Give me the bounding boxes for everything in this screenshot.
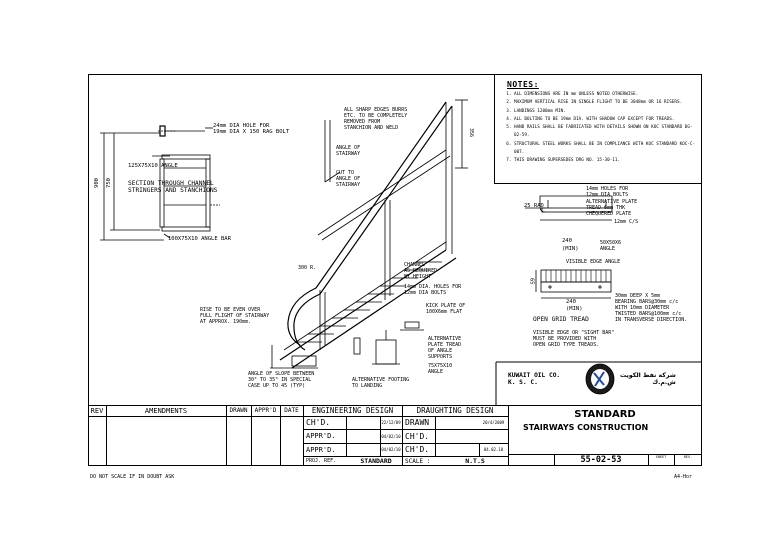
rev-header: REV: [90, 406, 104, 415]
section-title: SECTION THROUGH CHANNEL STRINGERS AND ST…: [128, 180, 218, 195]
approved-date: 04/02/10: [381, 433, 401, 439]
drawing-sheet: [88, 74, 702, 466]
dim-356: 356: [468, 128, 474, 138]
radius-25-label: 25 RAD: [524, 203, 544, 209]
project-ref-value: STANDARD: [360, 457, 392, 465]
min-label-top: (MIN): [562, 246, 579, 252]
draughting-checked-label: CH'D.: [405, 431, 430, 441]
angle-100-label: 100X75X10 ANGLE BAR: [168, 236, 231, 242]
sheet-label: SHEET: [655, 455, 667, 459]
angle-50-label: 50X50X6 ANGLE: [600, 240, 622, 252]
paper-size-label: A4-Hor: [674, 474, 693, 480]
draughting-design-header: DRAUGHTING DESIGN: [416, 406, 494, 415]
notes-box: NOTES: ALL DIMENSIONS ARE IN mm UNLESS N…: [494, 74, 702, 184]
project-ref-label: PROJ. REF.: [306, 458, 337, 464]
drawn-label: DRAWN: [405, 418, 430, 427]
approved-2-label: APPR'D.: [306, 445, 336, 454]
angle-75-label: 75X75X10 ANGLE: [428, 363, 453, 375]
grating-spec-label: 30mm DEEP X 5mm BEARING BARS@30mm c/c WI…: [615, 293, 688, 323]
cut-to-angle-label: CUT TO ANGLE OF STAIRWAY: [336, 170, 361, 188]
open-grid-tread-label: OPEN GRID TREAD: [533, 316, 589, 323]
apprd-header: APPR'D: [254, 407, 277, 414]
amendments-header: AMENDMENTS: [144, 406, 188, 415]
approved-label: APPR'D.: [306, 432, 336, 440]
visible-edge-angle-label: VISIBLE EDGE ANGLE: [566, 259, 621, 265]
holes-14mm-label: 14mm DIA. HOLES FOR 12mm DIA BOLTS: [404, 284, 462, 296]
date-header: DATE: [284, 407, 299, 414]
approved-2-date: 04/02/10: [381, 447, 401, 452]
revision-label: REV.: [683, 455, 693, 459]
koc-logo-icon: [585, 363, 615, 395]
dim-750: 750: [106, 178, 112, 188]
note-item: LANDINGS 1200mm MIN.: [514, 108, 696, 116]
drawing-title-main: STAIRWAYS CONSTRUCTION: [523, 422, 649, 432]
note-item: THIS DRAWING SUPERSEDES DRG NO. 15-30-11…: [514, 157, 696, 165]
note-item: ALL BOLTING TO BE 19mm DIA. WITH SHADOW …: [514, 116, 696, 124]
scale-label: SCALE :: [405, 457, 431, 465]
engineering-design-header: ENGINEERING DESIGN: [311, 406, 394, 415]
holes-14mm-tread-label: 14mm HOLES FOR 12mm DIA BOLTS: [586, 186, 629, 198]
drawn-header: DRAWN: [229, 407, 248, 414]
dim-65: 65: [528, 278, 535, 285]
slope-angle-label: ANGLE OF SLOPE BETWEEN 30° TO 35° IN SPE…: [248, 371, 315, 389]
radius-300-label: 300 R.: [298, 265, 317, 271]
scale-value: N.T.S: [465, 457, 485, 465]
note-item: MAXIMUM VERTICAL RISE IN SINGLE FLIGHT T…: [514, 99, 696, 107]
kick-plate-label: KICK PLATE OF 100X6mm FLAT: [426, 303, 466, 315]
checked-label: CH'D.: [306, 418, 331, 427]
note-item: ALL DIMENSIONS ARE IN mm UNLESS NOTED OT…: [514, 91, 696, 99]
sight-bar-label: VISIBLE EDGE OR "SIGHT BAR" MUST BE PROV…: [533, 330, 615, 348]
notes-title: NOTES:: [507, 80, 539, 89]
dim-900: 900: [94, 178, 100, 188]
company-name-arabic: شركة نفط الكويت ش.م.ك: [620, 372, 676, 387]
checked-date: 22/12/09: [381, 420, 401, 425]
min-label-bottom: (MIN): [566, 306, 583, 312]
draughting-checked-2-label: CH'D.: [405, 445, 430, 454]
angle-of-stairway-label: ANGLE OF STAIRWAY: [336, 145, 361, 157]
note-item: HAND RAILS SHALL BE FABRICATED WITH DETA…: [514, 124, 696, 141]
drawing-title-standard: STANDARD: [574, 408, 636, 420]
rise-label: RISE TO BE EVEN OVER FULL FLIGHT OF STAI…: [200, 307, 270, 325]
alternative-footing-label: ALTERNATIVE FOOTING TO LANDING: [352, 377, 410, 389]
drawing-number: 55-02-53: [580, 455, 622, 465]
notes-list: ALL DIMENSIONS ARE IN mm UNLESS NOTED OT…: [507, 91, 696, 166]
dim-240-top: 240: [562, 238, 572, 244]
sharp-edges-label: ALL SHARP EDGES BURRS ETC. TO BE COMPLET…: [344, 107, 408, 131]
rag-bolt-hole-label: 24mm DIA HOLE FOR 19mm DIA X 150 RAG BOL…: [213, 123, 290, 136]
do-not-scale-note: DO NOT SCALE IF IN DOUBT ASK: [90, 474, 175, 480]
alternative-plate-tread-label: ALTERNATIVE PLATE TREAD OF ANGLE SUPPORT…: [428, 336, 462, 360]
channel-label: CHANNEL AS REQUIRED BY HEIGHT: [404, 262, 438, 280]
draughting-date: 04.02.10: [483, 447, 504, 452]
drawn-date: 20/4/2009: [482, 420, 505, 425]
countersunk-label: 12mm C/S: [614, 219, 639, 225]
angle-125-label: 125X75X10 ANGLE: [128, 163, 178, 169]
alternative-plate-label: ALTERNATIVE PLATE TREAD 6mm THK CHEQUERE…: [586, 199, 638, 217]
company-name: KUWAIT OIL CO. K. S. C.: [508, 372, 561, 387]
note-item: STRUCTURAL STEEL WORKS SHALL BE IN COMPL…: [514, 141, 696, 158]
dim-240-bottom: 240: [566, 299, 576, 305]
